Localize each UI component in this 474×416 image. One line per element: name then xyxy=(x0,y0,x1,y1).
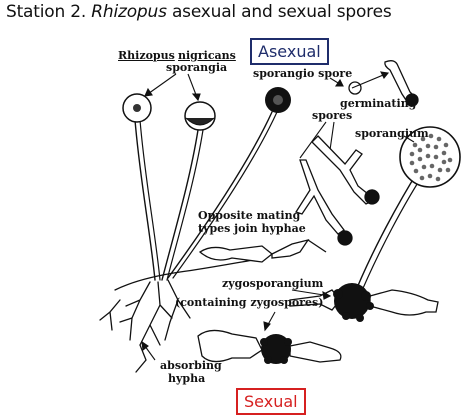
sporangiospore xyxy=(348,81,362,95)
label-rhizopus: Rhizopus xyxy=(118,49,175,62)
sporangiophore-2 xyxy=(161,129,199,281)
label-containing-zygospores: (containing zygospores) xyxy=(175,296,324,309)
sporangium-head-2 xyxy=(184,101,216,131)
label-germinating-spores: spores xyxy=(312,109,353,122)
label-sporangium: sporangium xyxy=(355,127,429,140)
germinating-spore-3 xyxy=(295,159,353,246)
zygosporangium-2 xyxy=(197,329,342,363)
sexual-tag: Sexual xyxy=(236,388,306,415)
label-nigricans: nigricans xyxy=(178,49,236,62)
label-join-hyphae: types join hyphae xyxy=(198,222,306,235)
page-title: Station 2. Rhizopus asexual and sexual s… xyxy=(6,2,392,22)
zygospore-2 xyxy=(260,334,292,364)
germinating-spore-1 xyxy=(384,60,419,107)
sporangiophore-1 xyxy=(134,119,156,281)
sporangiophore-3 xyxy=(167,111,273,279)
asexual-tag: Asexual xyxy=(250,38,329,65)
label-germinating: germinating xyxy=(340,97,417,110)
rhizoids xyxy=(99,279,191,373)
mating-hyphae xyxy=(198,238,327,263)
large-sporangium xyxy=(351,126,461,301)
stolon xyxy=(114,257,266,291)
label-sporangia: sporangia xyxy=(166,61,228,74)
sporangia-heads xyxy=(122,87,291,131)
label-zygosporangium: zygosporangium xyxy=(222,277,324,290)
germinating-spore-2 xyxy=(311,135,380,205)
label-sporangiospore: sporangio spore xyxy=(253,67,353,80)
zygospore-1 xyxy=(333,283,374,322)
label-hypha: hypha xyxy=(168,372,206,385)
label-absorbing: absorbing xyxy=(160,359,222,372)
label-opposite-mating: Opposite mating xyxy=(198,209,301,222)
